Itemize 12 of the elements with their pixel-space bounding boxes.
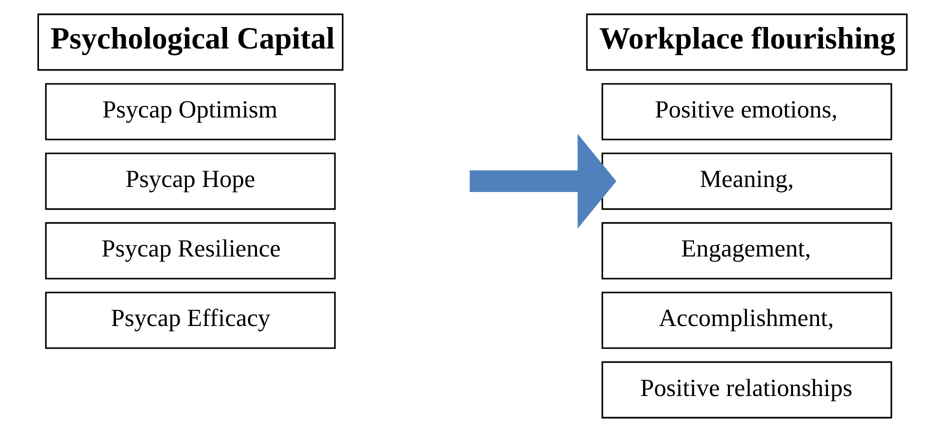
node-box: Psycap Resilience [44, 222, 336, 280]
node-box: Positive emotions, [601, 83, 892, 140]
node-box: Accomplishment, [601, 292, 892, 349]
node-box: Meaning, [601, 152, 892, 210]
arrow [469, 134, 616, 229]
node-box: Engagement, [601, 222, 892, 280]
node-box: Positive relationships [601, 361, 892, 418]
node-box: Psycap Optimism [44, 83, 336, 140]
node-box: Psycap Efficacy [44, 292, 336, 349]
node-box: Workplace flourishing [586, 14, 908, 71]
node-box: Psychological Capital [36, 14, 343, 71]
node-box: Psycap Hope [44, 152, 336, 210]
